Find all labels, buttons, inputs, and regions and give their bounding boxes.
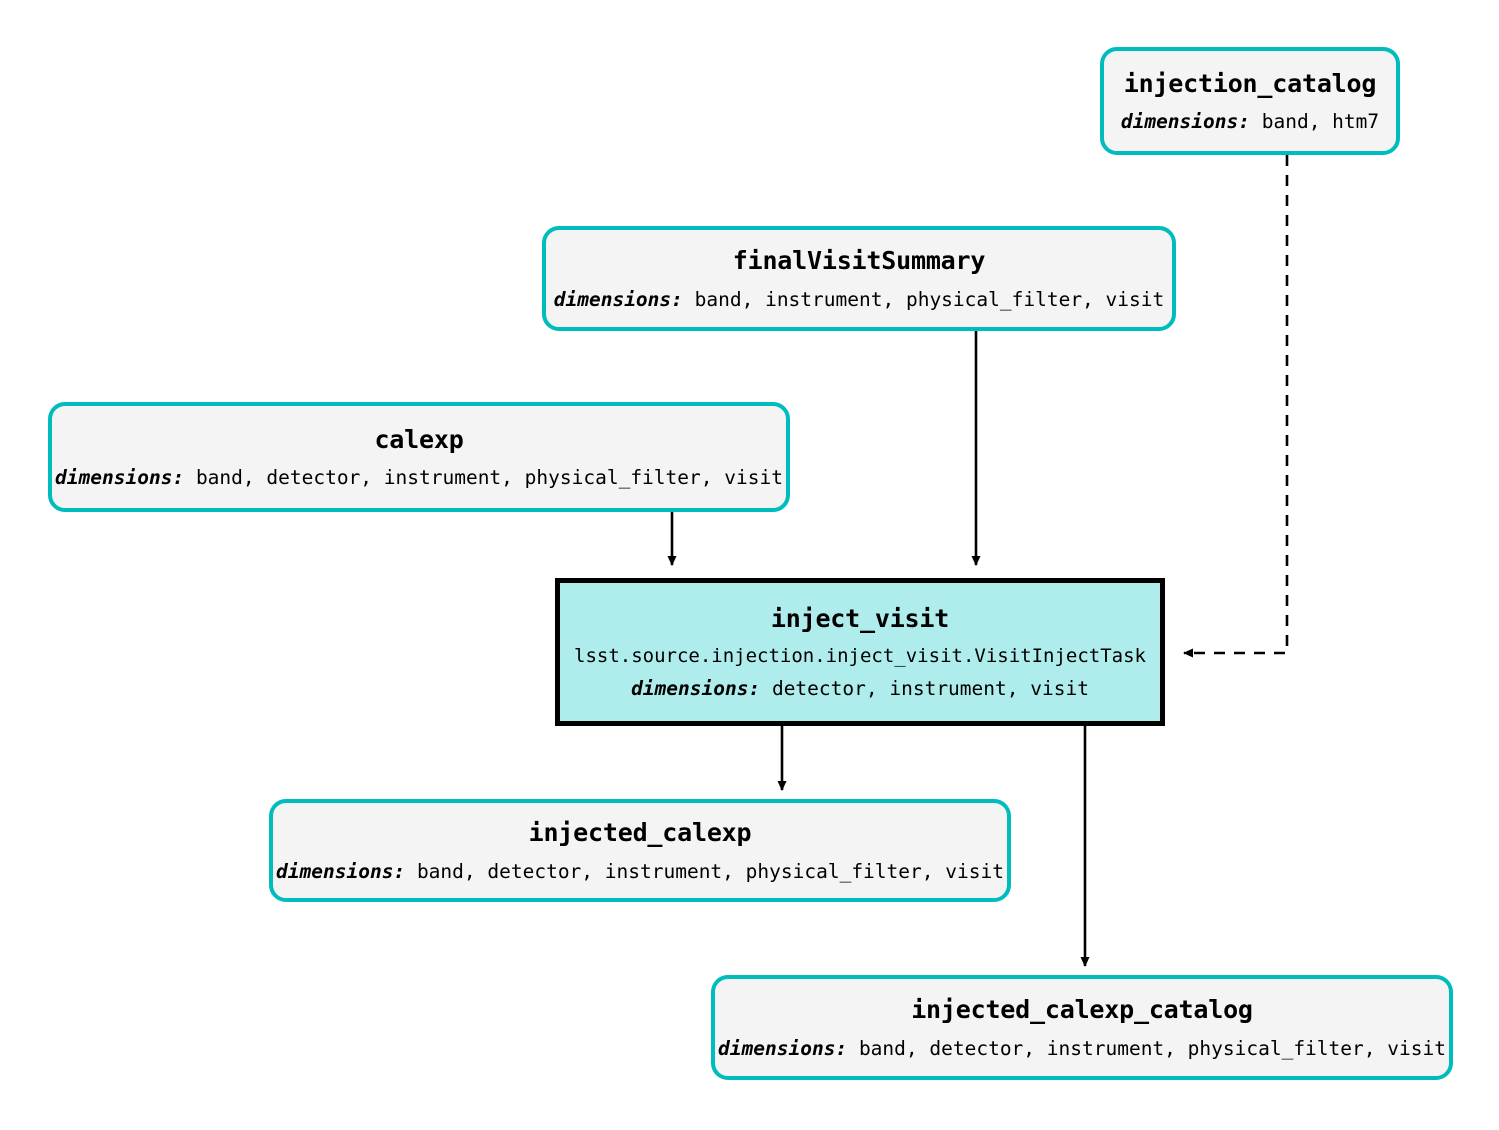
node-dimensions: dimensions: detector, instrument, visit (631, 678, 1089, 699)
edge-injection-catalog-to-inject-visit (1183, 155, 1289, 658)
dimensions-value: band, instrument, physical_filter, visit (694, 287, 1165, 311)
node-title: injection_catalog (1123, 68, 1377, 98)
node-injected-calexp[interactable]: injected_calexp dimensions: band, detect… (269, 799, 1011, 902)
dimensions-value: detector, instrument, visit (771, 676, 1089, 700)
dimensions-label: dimensions: (1120, 110, 1250, 134)
dimensions-value: band, detector, instrument, physical_fil… (195, 466, 783, 490)
node-injection-catalog[interactable]: injection_catalog dimensions: band, htm7 (1100, 47, 1400, 155)
node-title: injected_calexp (528, 818, 752, 848)
dimensions-label: dimensions: (55, 466, 185, 490)
node-title: injected_calexp_catalog (911, 995, 1253, 1025)
node-title: finalVisitSummary (732, 246, 986, 276)
dimensions-label: dimensions: (276, 859, 406, 883)
node-title: inject_visit (770, 603, 950, 633)
node-dimensions: dimensions: band, htm7 (1121, 111, 1379, 132)
node-dimensions: dimensions: band, detector, instrument, … (276, 859, 1004, 883)
dimensions-value: band, detector, instrument, physical_fil… (858, 1036, 1446, 1060)
dimensions-label: dimensions: (631, 676, 761, 700)
dimensions-label: dimensions: (718, 1036, 848, 1060)
node-inject-visit[interactable]: inject_visit lsst.source.injection.injec… (555, 578, 1165, 726)
dimensions-label: dimensions: (553, 287, 683, 311)
node-injected-calexp-catalog[interactable]: injected_calexp_catalog dimensions: band… (711, 975, 1453, 1080)
node-finalvisitsummary[interactable]: finalVisitSummary dimensions: band, inst… (542, 226, 1176, 331)
node-calexp[interactable]: calexp dimensions: band, detector, instr… (48, 402, 790, 512)
dimensions-value: band, detector, instrument, physical_fil… (416, 859, 1004, 883)
node-dimensions: dimensions: band, instrument, physical_f… (553, 287, 1165, 311)
node-classname: lsst.source.injection.inject_visit.Visit… (574, 645, 1146, 668)
node-dimensions: dimensions: band, detector, instrument, … (55, 467, 783, 488)
dimensions-value: band, htm7 (1261, 110, 1380, 134)
node-dimensions: dimensions: band, detector, instrument, … (718, 1036, 1446, 1060)
node-title: calexp (374, 424, 464, 454)
